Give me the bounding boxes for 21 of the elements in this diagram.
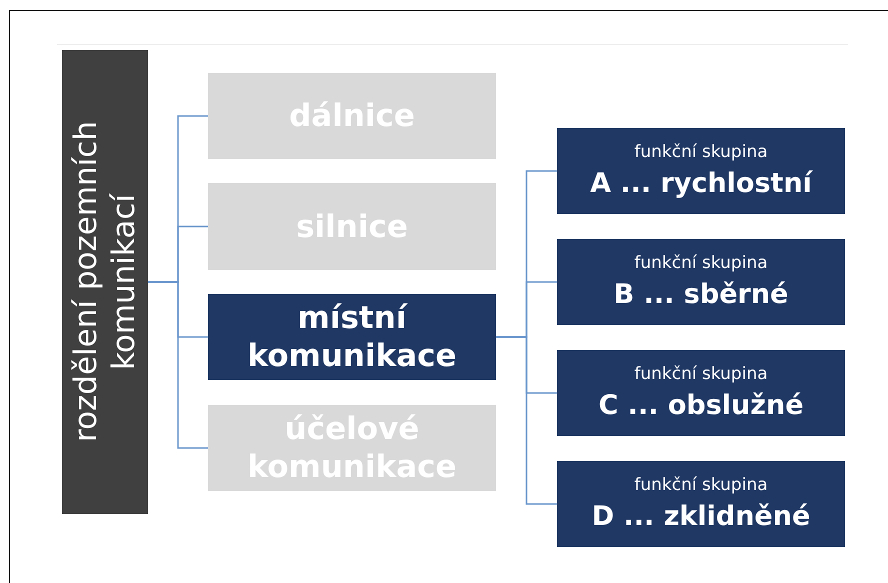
- group-subtitle: funkční skupina: [634, 141, 768, 163]
- category-box: [208, 294, 496, 380]
- group-subtitle: funkční skupina: [634, 363, 768, 385]
- category-label: místní komunikace: [246, 299, 458, 375]
- group-title: D ... zklidněné: [592, 500, 810, 534]
- group-title: C ... obslužné: [598, 389, 804, 423]
- group-box: [557, 128, 845, 214]
- connector-line: [148, 281, 208, 449]
- group-box: [557, 461, 845, 547]
- category-box: [208, 73, 496, 159]
- group-box: [557, 239, 845, 325]
- category-box: [208, 183, 496, 270]
- group-title: A ... rychlostní: [590, 167, 812, 201]
- category-title: rozdělení pozemních komunikací: [67, 120, 143, 444]
- category-box: [62, 50, 148, 514]
- group-subtitle: funkční skupina: [634, 252, 768, 274]
- group-subtitle: funkční skupina: [634, 474, 768, 496]
- connector-line: [496, 336, 557, 505]
- category-box: [208, 405, 496, 491]
- group-box: [557, 350, 845, 436]
- group-title: B ... sběrné: [614, 278, 788, 312]
